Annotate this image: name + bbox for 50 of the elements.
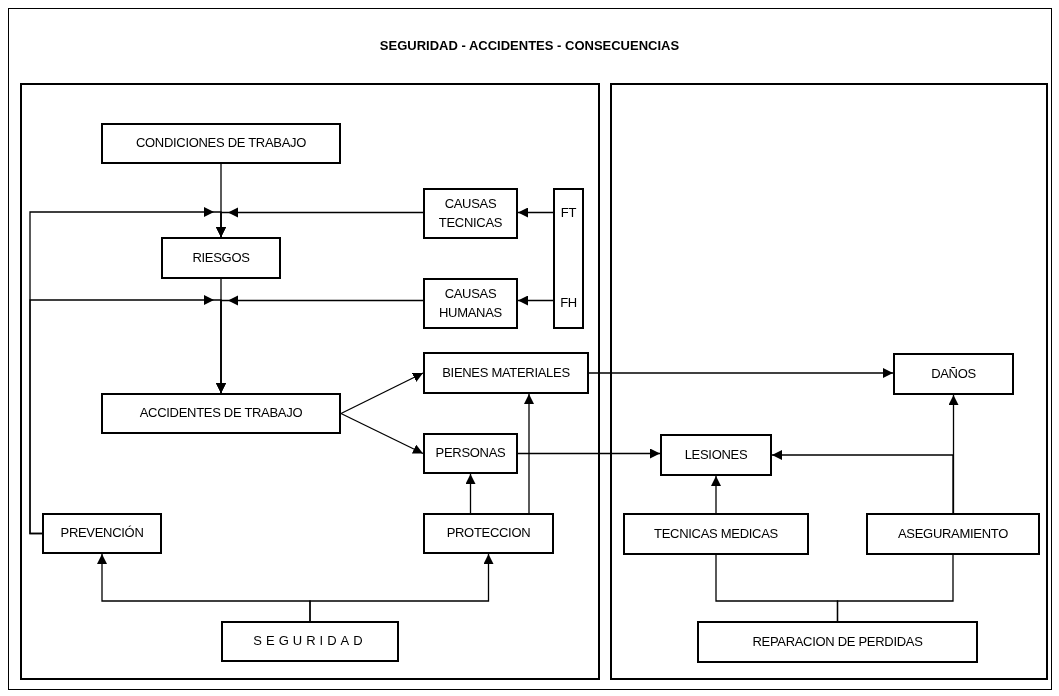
box-label: ACCIDENTES DE TRABAJO [139, 404, 303, 423]
arrow [29, 295, 226, 535]
process-box [423, 513, 554, 554]
box-label: LESIONES [684, 445, 748, 464]
box-label: CAUSAS TECNICAS [437, 194, 504, 232]
box-label: PERSONAS [435, 444, 506, 463]
process-box [42, 513, 162, 554]
box-label: ASEGURAMIENTO [898, 524, 1008, 543]
box-label: PROTECCION [446, 524, 531, 543]
process-box [893, 353, 1014, 395]
box-label: BIENES MATERIALES [442, 363, 570, 382]
arrow [465, 473, 476, 514]
process-box [423, 352, 589, 394]
arrow [340, 372, 424, 415]
process-box [553, 188, 584, 329]
box-label: SEGURIDAD [253, 632, 367, 651]
arrow [588, 368, 894, 378]
arrow [524, 393, 534, 514]
process-box [101, 393, 341, 434]
process-box [161, 237, 281, 279]
box-label: RIESGOS [192, 248, 250, 267]
diagram-title: SEGURIDAD - ACCIDENTES - CONSECUENCIAS [379, 38, 680, 53]
connector-line [836, 554, 954, 622]
box-label: FT [560, 204, 577, 222]
process-box [623, 513, 809, 555]
box-label: TECNICAS MEDICAS [654, 524, 778, 543]
panel [610, 83, 1048, 680]
process-box [221, 621, 399, 662]
arrow [948, 394, 959, 514]
box-label: FH [560, 294, 577, 313]
process-box [660, 434, 772, 476]
box-label: PREVENCIÓN [60, 524, 144, 543]
arrow [517, 295, 554, 306]
arrow [309, 553, 494, 622]
box-label: CAUSAS HUMANAS [438, 284, 503, 322]
process-box [423, 188, 518, 239]
box-label: CONDICIONES DE TRABAJO [135, 134, 307, 153]
process-box [697, 621, 978, 663]
box-label: REPARACION DE PERDIDAS [752, 632, 923, 651]
arrow [517, 448, 661, 459]
arrow [771, 450, 954, 514]
arrow [340, 412, 424, 455]
process-box [866, 513, 1040, 555]
arrow [517, 207, 554, 218]
box-label: DAÑOS [931, 364, 976, 383]
arrow [711, 475, 721, 514]
process-box [423, 278, 518, 329]
panel [20, 83, 600, 680]
process-box [101, 123, 341, 164]
process-box [423, 433, 518, 474]
